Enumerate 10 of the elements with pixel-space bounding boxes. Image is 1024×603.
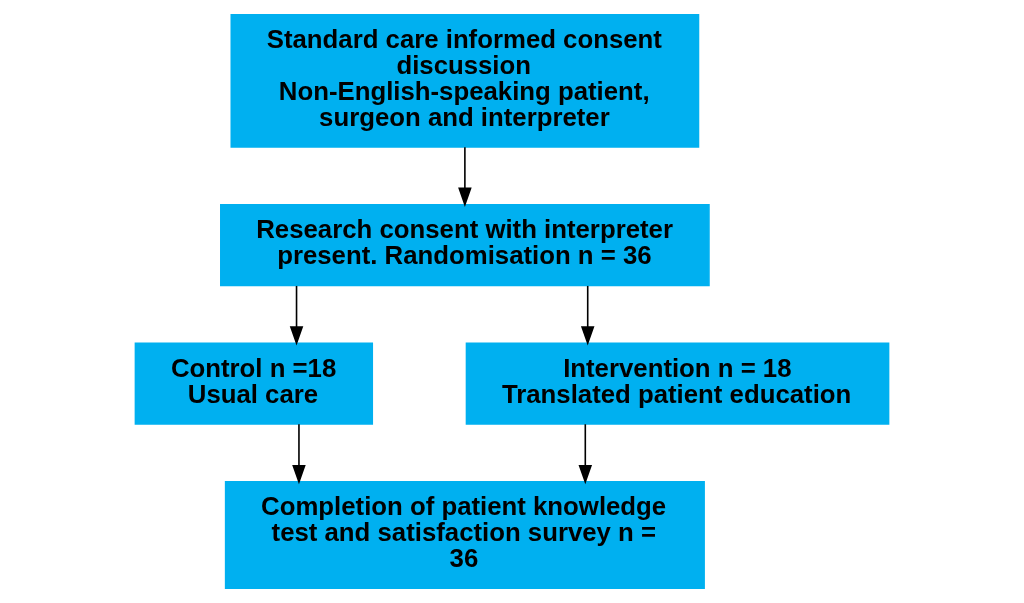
node-box: Intervention n = 18 Translated patient education <box>465 342 890 425</box>
node-box: Control n =18 Usual care <box>134 342 374 425</box>
node-box: Research consent with interpreter present. Randomisation n = 36 <box>220 204 710 287</box>
arrow <box>292 423 306 485</box>
node-box: Completion of patient knowledge test and satisfaction survey n = 36 <box>224 481 705 590</box>
arrow <box>578 423 593 485</box>
arrow <box>289 285 304 346</box>
node-box: Standard care informed consent discussion Non-English-speaking patient, surgeon and interpreter <box>230 13 700 148</box>
arrow <box>580 285 595 346</box>
arrow <box>458 146 472 207</box>
